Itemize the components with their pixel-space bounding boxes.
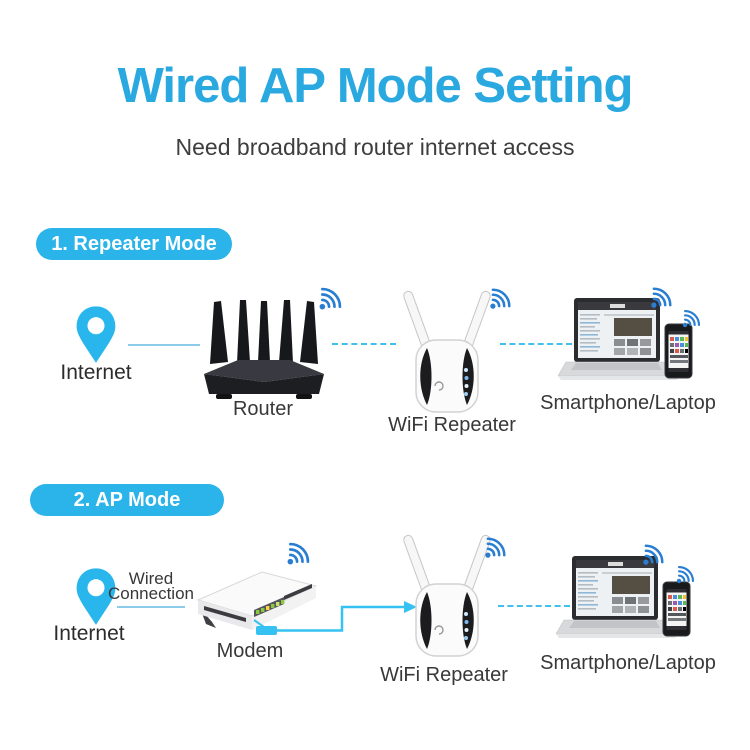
page-title: Wired AP Mode Setting [117,59,634,113]
dashed-wireless-line [498,605,570,607]
internet-label: Internet [53,622,125,645]
router-image [198,282,330,402]
wifi-repeater-label: WiFi Repeater [380,664,508,686]
dashed-wireless-line [332,343,396,345]
wifi-icon [680,307,703,330]
internet-label: Internet [60,361,132,384]
wifi-icon [648,284,675,311]
modem-label: Modem [216,640,284,662]
wifi-icon [674,563,697,586]
internet-pin-icon [72,304,120,366]
wired-connection-label-line1: Wired [128,569,174,588]
page-subtitle: Need broadband router internet access [175,134,575,160]
clients-label: Smartphone/Laptop [540,652,716,674]
wifi-icon [482,534,509,561]
connection-line [128,344,200,346]
wifi-repeater-image [397,284,497,416]
section1-badge: 1. Repeater Mode [36,228,232,260]
wifi-icon [640,541,667,568]
ethernet-wire [253,601,417,635]
section2-badge: 2. AP Mode [30,484,224,516]
wifi-icon [487,285,514,312]
wired-connection-label-line2: Connection [107,584,195,603]
wifi-icon [284,539,313,568]
wifi-repeater-label: WiFi Repeater [388,414,516,436]
clients-label: Smartphone/Laptop [540,392,716,414]
dashed-wireless-line [500,343,572,345]
ethernet-plug-icon [404,601,417,613]
wifi-icon [316,284,345,313]
router-label: Router [232,398,294,420]
connection-line [117,606,185,608]
